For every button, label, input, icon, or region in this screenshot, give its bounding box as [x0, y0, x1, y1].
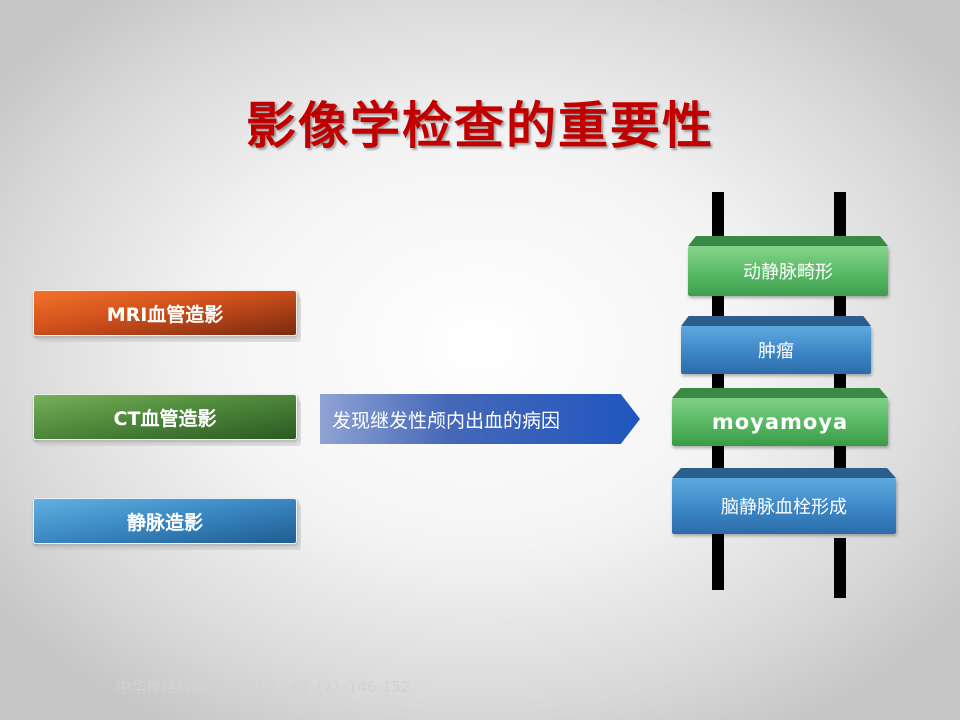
cause-label: moyamoya — [672, 398, 888, 446]
right-pole-segment — [834, 374, 846, 392]
right-pole-segment — [834, 192, 846, 242]
page-title: 影像学检查的重要性 — [246, 96, 714, 155]
box-top-bevel — [681, 316, 871, 326]
arrow-label: 发现继发性颅内出血的病因 — [332, 409, 561, 432]
right-pole-segment — [834, 538, 846, 598]
cause-cvt-box: 脑静脉血栓形成 — [672, 468, 896, 534]
left-pole-segment — [712, 446, 724, 472]
venography-box: 静脉造影 — [33, 498, 297, 544]
cause-finding-arrow: 发现继发性颅内出血的病因 — [320, 394, 640, 444]
left-pole-segment — [712, 374, 724, 392]
cause-avm-box: 动静脉畸形 — [688, 236, 888, 296]
cause-label: 动静脉畸形 — [688, 246, 888, 296]
cause-moyamoya-box: moyamoya — [672, 388, 888, 446]
box-top-bevel — [672, 468, 896, 478]
left-pole-segment — [712, 532, 724, 590]
cause-label: 肿瘤 — [681, 326, 871, 374]
mri-angiography-box: MRI血管造影 — [33, 290, 297, 336]
right-pole-segment — [834, 446, 846, 472]
cause-tumor-box: 肿瘤 — [681, 316, 871, 374]
box-top-bevel — [672, 388, 888, 398]
cause-label: 脑静脉血栓形成 — [672, 478, 896, 534]
ct-angiography-box: CT血管造影 — [33, 394, 297, 440]
citation-text: 中华神经科杂志，2010，43（2）146-152 — [116, 678, 411, 696]
box-top-bevel — [688, 236, 888, 246]
left-pole-segment — [712, 192, 724, 242]
left-pole-segment — [712, 296, 724, 320]
right-pole-segment — [834, 296, 846, 320]
